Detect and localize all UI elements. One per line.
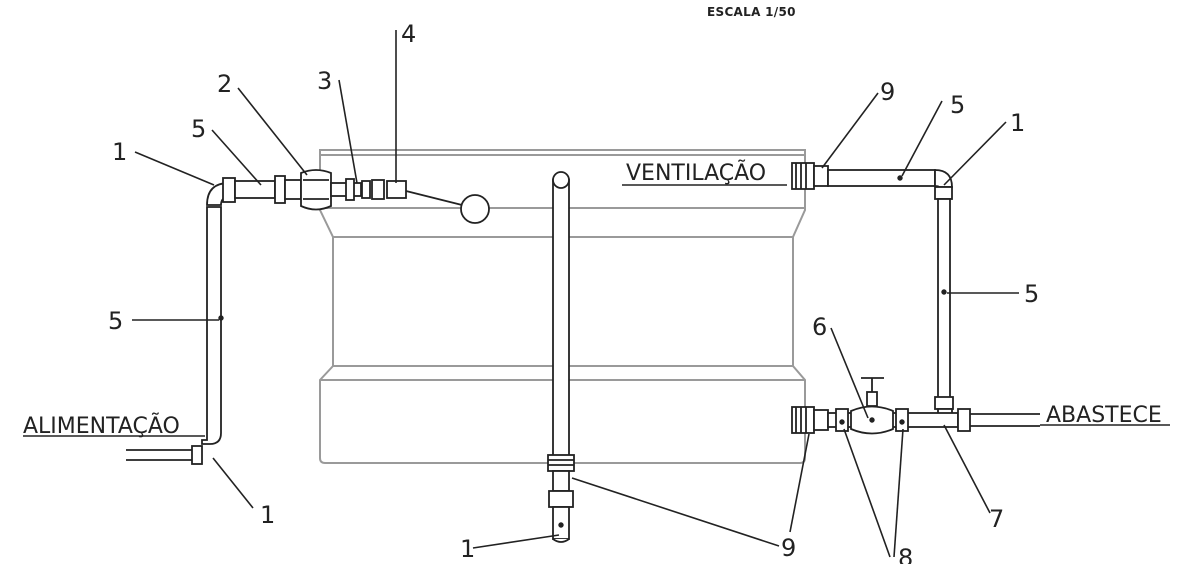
callout-5-left-top: 5: [191, 115, 206, 143]
callout-6: 6: [812, 313, 827, 341]
callout-1-left-bottom: 1: [260, 501, 275, 529]
callout-5-left-mid: 5: [108, 307, 123, 335]
label-alimentacao: ALIMENTAÇÃO: [23, 412, 180, 439]
callout-1-right-top: 1: [1010, 109, 1025, 137]
callout-5-right-top: 5: [950, 91, 965, 119]
callout-5-right-mid: 5: [1024, 280, 1039, 308]
label-abastece: ABASTECE: [1046, 403, 1162, 428]
callout-7: 7: [989, 505, 1004, 533]
inlet-pipe: [126, 175, 302, 465]
callout-9-bottom: 9: [781, 534, 796, 562]
callout-1-left-top: 1: [112, 138, 127, 166]
callout-3: 3: [317, 67, 332, 95]
float-valve: [300, 169, 490, 224]
callout-4: 4: [401, 20, 416, 48]
ventilation-pipe: [791, 162, 953, 400]
scale-label: ESCALA 1/50: [707, 5, 796, 19]
callout-1-bottom: 1: [460, 535, 475, 563]
callout-2: 2: [217, 70, 232, 98]
center-pipe: [547, 171, 575, 543]
callout-8: 8: [898, 544, 913, 564]
supply-pipe: [791, 377, 1040, 435]
leader-lines: [23, 30, 1170, 558]
callout-9-top: 9: [880, 78, 895, 106]
label-ventilacao: VENTILAÇÃO: [626, 159, 766, 186]
